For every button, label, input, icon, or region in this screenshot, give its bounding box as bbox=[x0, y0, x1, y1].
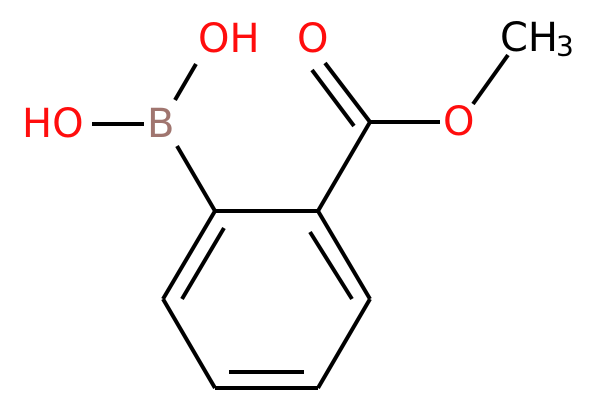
hydroxyl-left-label: HO bbox=[22, 101, 84, 147]
carbonyl-double-bond-outer bbox=[323, 61, 372, 124]
ring-inner-bond-left bbox=[180, 226, 226, 301]
ring-to-carbonyl-carbon-bond bbox=[316, 120, 372, 213]
ester-oxygen-label: O bbox=[443, 99, 474, 145]
hydroxyl-top-label: OH bbox=[198, 16, 260, 62]
ester-oxygen-to-methyl-bond bbox=[471, 53, 510, 106]
ring-bond-top-right bbox=[316, 209, 372, 301]
benzene-ring bbox=[161, 209, 372, 390]
carbonyl-oxygen-label: O bbox=[297, 16, 328, 62]
ring-bond-bottom-left bbox=[161, 297, 217, 390]
boron-label: B bbox=[147, 101, 174, 147]
boron-to-top-hydroxyl-bond bbox=[173, 62, 198, 102]
ring-inner-bond-right bbox=[308, 230, 354, 301]
ring-bond-bottom-right bbox=[316, 297, 372, 390]
carbonyl-double-bond-inner bbox=[310, 68, 356, 128]
boronic-acid-group bbox=[92, 62, 217, 213]
ring-bond-top-left bbox=[161, 209, 217, 301]
ring-to-boron-bond bbox=[175, 144, 217, 213]
methyl-ester-group bbox=[310, 53, 510, 213]
methyl-label: CH bbox=[500, 15, 558, 61]
methyl-subscript-label: 3 bbox=[556, 30, 574, 63]
